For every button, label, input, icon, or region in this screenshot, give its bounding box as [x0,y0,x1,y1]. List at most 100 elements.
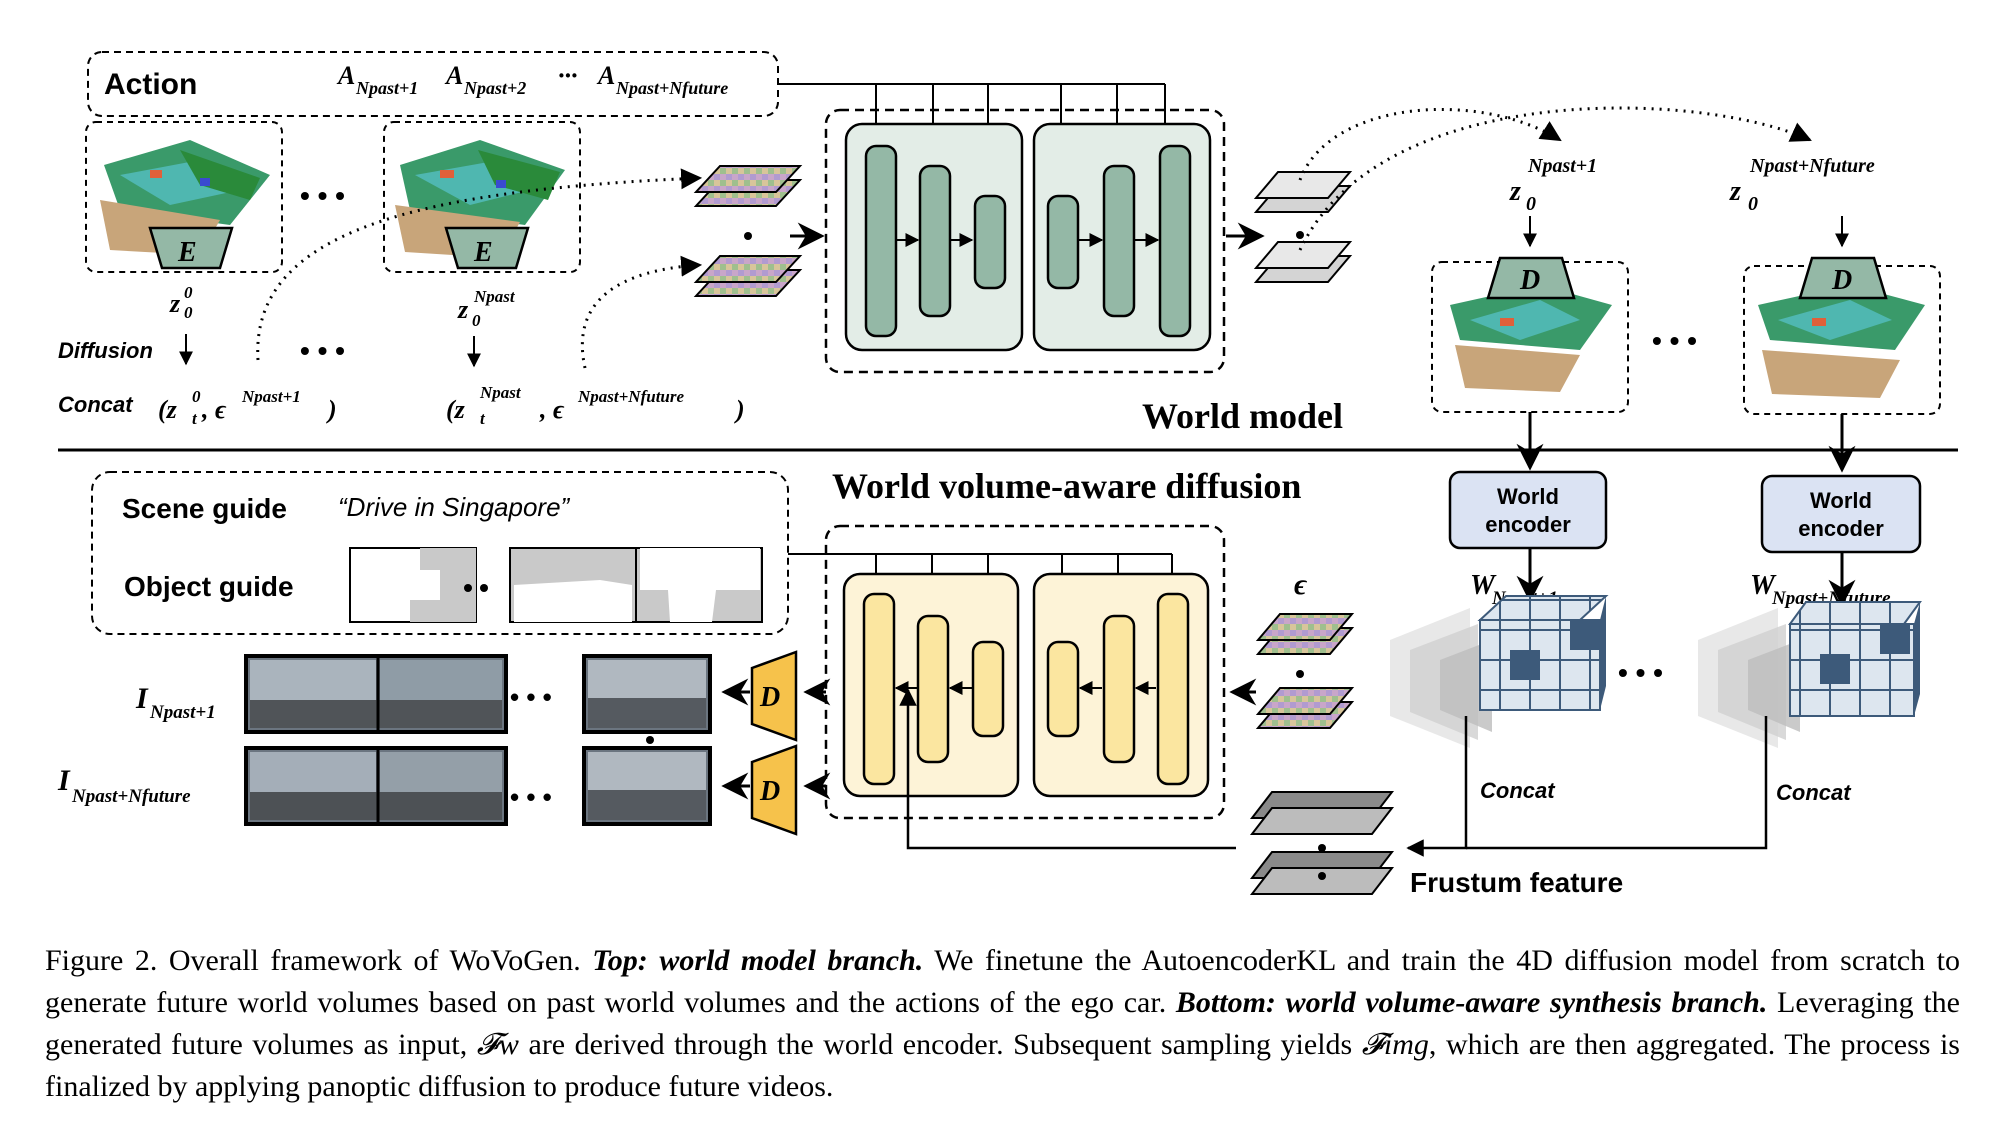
z0-label-N: z Npast 0 [457,287,516,330]
caption-math-fw: 𝓕w [476,1028,519,1061]
decoder-letter: D [1831,265,1852,296]
world-encoder-2: World encoder [1760,474,1922,554]
svg-text:0: 0 [1748,193,1758,215]
concat-tuple-N: (z Npast t , ϵ Npast+Nfuture ) [446,383,745,428]
world-volume-diffusion-title: World volume-aware diffusion [832,466,1301,506]
frustum-feature-grids [1249,791,1395,895]
concat-label-bottom-1: Concat [1480,778,1556,803]
frustum-feature-label: Frustum feature [1410,867,1623,898]
svg-text:Npast+Nfuture: Npast+Nfuture [1749,155,1875,177]
svg-text:t: t [192,409,198,428]
svg-text:(z: (z [158,395,178,424]
svg-text:I: I [135,682,149,715]
past-volume-1: E [85,121,283,273]
future-volume-1: D [1431,256,1629,413]
concat-label-top: Concat [58,392,134,417]
svg-text:): ) [734,395,745,424]
svg-text:Npast+1: Npast+1 [149,702,216,723]
caption-top-bold: Top: world model branch. [592,944,924,977]
svg-text:z: z [457,295,469,324]
svg-text:0: 0 [1526,193,1536,215]
object-guide-label: Object guide [124,571,294,602]
world-encoder-text: World [1497,484,1559,509]
svg-text:Npast+2: Npast+2 [463,78,526,98]
z0-future-N: z Npast+Nfuture 0 [1729,155,1875,215]
z0-label-1: z 0 0 [169,283,193,322]
decoder-bottom-2: D [750,744,798,836]
frustum-cube-1 [1390,595,1609,748]
svg-text:Npast: Npast [473,287,516,306]
object-guide-masks [349,547,763,623]
action-sequence: A Npast+1 A Npast+2 ··· A Npast+Nfuture [336,61,728,98]
ellipsis-bottom-3: • • • [1618,657,1663,688]
world-model-title: World model [1142,396,1343,436]
svg-text:0: 0 [184,283,193,302]
action-box: Action A Npast+1 A Npast+2 ··· A Npast+N… [87,51,779,117]
svg-text:W: W [1470,570,1497,601]
guide-box: Scene guide “Drive in Singapore” Object … [91,471,789,635]
encoder-E-1 [148,226,234,270]
svg-text:Npast+Nfuture: Npast+Nfuture [577,387,684,406]
world-encoder-1: World encoder [1448,470,1608,550]
decoder-letter: D [759,682,780,713]
epsilon-label: ϵ [1294,568,1307,601]
svg-text:I: I [57,764,71,797]
svg-text:Npast+1: Npast+1 [241,387,301,406]
frustum-cube-2 [1698,601,1922,748]
decoder-bottom-1: D [750,650,798,742]
svg-text:): ) [326,395,337,424]
caption-math-fimg: 𝓕img [1361,1028,1429,1061]
action-label: Action [104,68,197,101]
encoder-E-N [444,226,530,270]
concat-label-bottom-2: Concat [1776,780,1852,805]
synthesis-unet [824,524,1226,820]
world-encoder-text: World [1810,488,1872,513]
svg-text:(z: (z [446,395,466,424]
caption-text: , which are then aggregated. The process… [45,1028,1960,1103]
world-encoder-text: encoder [1485,512,1571,537]
ellipsis-top-1: • • • [300,180,345,211]
latent-stack-bottom [1255,613,1355,729]
video-frames-2 [244,746,712,826]
caption-text: Leveraging the generated future volumes … [45,986,1960,1061]
svg-text:, ϵ: , ϵ [539,395,565,424]
figure-caption: Figure 2. Overall framework of WoVoGen. … [45,940,1960,1108]
latent-stack-output [1253,171,1353,283]
svg-text:A: A [596,61,615,90]
svg-text:z: z [1509,176,1521,207]
diffusion-label: Diffusion [58,338,153,363]
svg-text:z: z [169,289,181,318]
svg-text:A: A [336,61,355,90]
image-label-2: I Npast+Nfuture [57,764,191,807]
world-encoder-text: encoder [1798,516,1884,541]
svg-text:z: z [1729,176,1741,207]
video-frames-1 [244,654,712,734]
scene-guide-value: “Drive in Singapore” [338,492,571,522]
svg-text:t: t [480,409,486,428]
ellipsis-bottom-2: • • • [510,782,552,812]
svg-text:0: 0 [184,303,193,322]
latent-stack-top [693,165,803,297]
caption-bottom-bold: Bottom: world volume-aware synthesis bra… [1175,986,1768,1019]
framework-figure: Action A Npast+1 A Npast+2 ··· A Npast+N… [57,51,1958,898]
encoder-letter: E [473,237,493,268]
svg-text:Npast+Nfuture: Npast+Nfuture [615,78,728,98]
world-model-unet [824,108,1226,374]
image-label-1: I Npast+1 [135,682,216,723]
decoder-letter: D [1519,265,1540,296]
caption-figure-label: Figure 2. Overall framework of WoVoGen. [45,944,593,977]
svg-text:Npast: Npast [479,383,522,402]
decoder-D-N [1798,256,1888,300]
svg-text:Npast+1: Npast+1 [1527,155,1597,177]
svg-text:···: ··· [558,61,578,90]
ellipsis-top-2: • • • [300,335,345,366]
scene-guide-label: Scene guide [122,493,287,524]
concat-tuple-1: (z 0 t , ϵ Npast+1 ) [158,387,337,428]
caption-text: We finetune the AutoencoderKL and train … [45,944,1960,1019]
svg-text:0: 0 [472,311,481,330]
svg-text:W: W [1750,570,1777,601]
caption-text: are derived through the world encoder. S… [518,1028,1362,1061]
future-volume-N: D [1743,256,1941,415]
ellipsis-bottom-1: • • • [510,682,552,712]
encoder-letter: E [177,237,197,268]
